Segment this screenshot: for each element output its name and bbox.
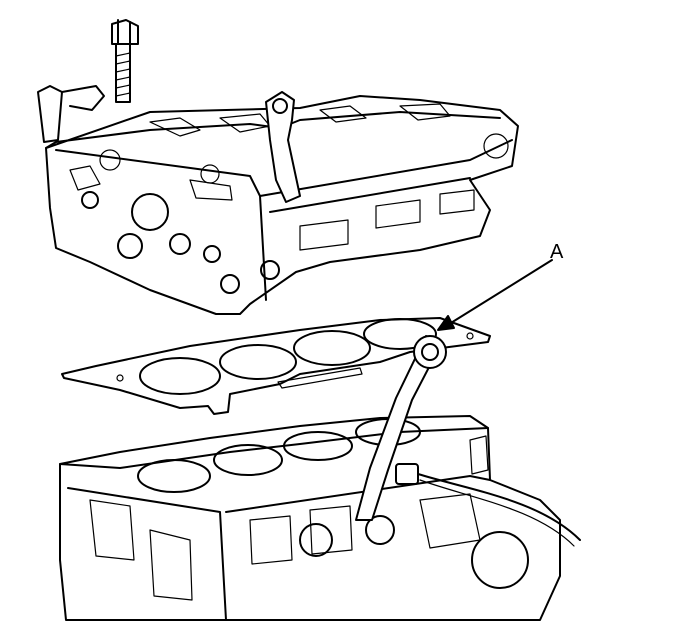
cylinder-head-gasket: [61, 317, 491, 415]
engine-block: [59, 415, 561, 621]
dipstick-tube: [355, 335, 447, 521]
callout-a-label: A: [550, 241, 564, 263]
lifting-bracket-right: [265, 91, 301, 203]
callout-a-leader: [437, 259, 553, 331]
cylinder-head-bolt: [111, 19, 139, 103]
sensor-connector: [395, 463, 581, 547]
lifting-bracket-left: [37, 85, 105, 143]
